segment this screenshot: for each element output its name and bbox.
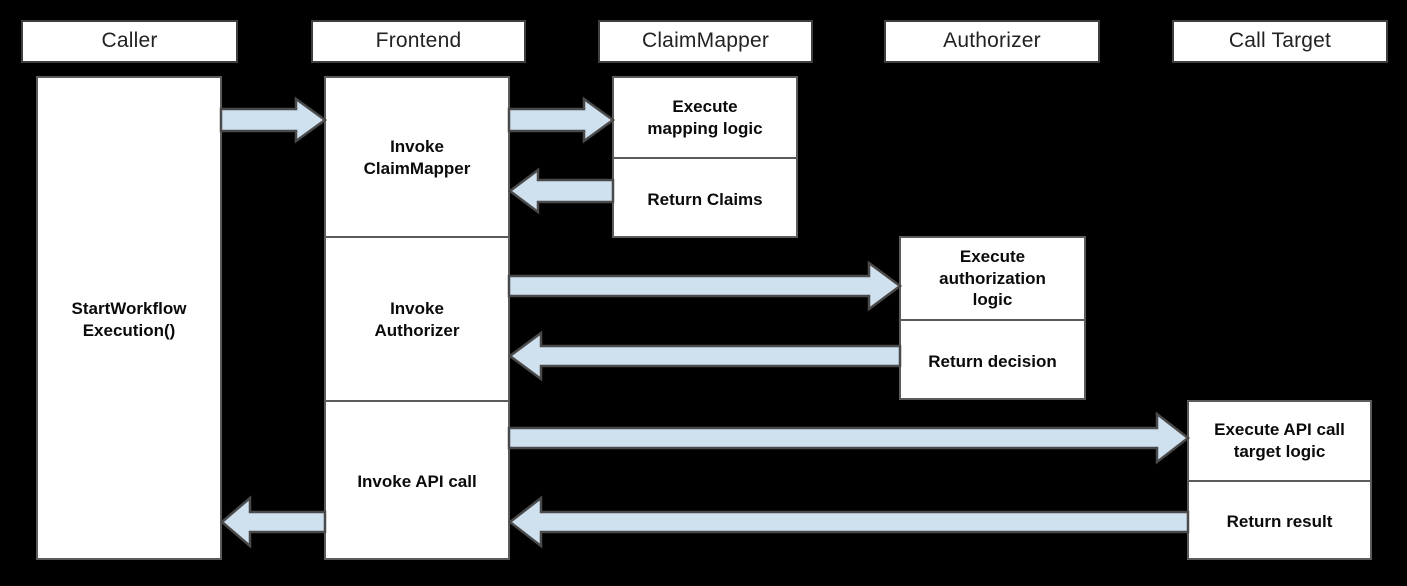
activation-cell-frontend-invoke-apicall-line1: Invoke API call bbox=[357, 472, 477, 492]
message-arrow-frontend-to-calltarget[interactable] bbox=[507, 411, 1191, 465]
activation-cell-claimmapper-return-claims: Return Claims bbox=[614, 159, 796, 240]
activation-cell-authorizer-return-decision: Return decision bbox=[901, 321, 1084, 402]
arrow-left-icon bbox=[220, 495, 327, 549]
arrow-left-icon bbox=[507, 330, 902, 382]
lifeline-header-claimmapper[interactable]: ClaimMapper bbox=[598, 20, 813, 63]
message-arrow-frontend-to-caller[interactable] bbox=[220, 495, 327, 549]
activation-cell-authorizer-return-decision-line1: Return decision bbox=[928, 351, 1057, 371]
lifeline-header-authorizer[interactable]: Authorizer bbox=[884, 20, 1100, 63]
activation-cell-authorizer-execute-auth-line2: authorization bbox=[939, 268, 1046, 288]
activation-cell-authorizer-execute-auth-line1: Execute bbox=[959, 246, 1026, 266]
arrow-left-icon bbox=[507, 495, 1190, 549]
activation-cell-frontend-invoke-authorizer-line1: Invoke bbox=[390, 299, 444, 319]
message-arrow-authorizer-to-frontend[interactable] bbox=[507, 330, 902, 382]
message-arrow-frontend-to-authorizer[interactable] bbox=[507, 260, 903, 312]
activation-cell-calltarget-execute-api-line1: Execute API call bbox=[1214, 420, 1345, 440]
lifeline-header-claimmapper-label: ClaimMapper bbox=[641, 29, 770, 53]
activation-cell-calltarget-return: Return result bbox=[1189, 482, 1370, 562]
message-arrow-claimmapper-to-frontend[interactable] bbox=[507, 167, 615, 215]
activation-divider-frontend-2 bbox=[326, 400, 508, 402]
lifeline-header-frontend[interactable]: Frontend bbox=[311, 20, 526, 63]
activation-cell-frontend-invoke-claimmapper: Invoke ClaimMapper bbox=[326, 78, 508, 238]
activation-claimmapper[interactable]: Execute mapping logic Return Claims bbox=[612, 76, 798, 238]
activation-frontend[interactable]: Invoke ClaimMapper Invoke Authorizer Inv… bbox=[324, 76, 510, 560]
activation-cell-calltarget-execute-api-line2: target logic bbox=[1233, 442, 1326, 461]
activation-cell-frontend-invoke-claimmapper-line1: Invoke bbox=[390, 137, 444, 157]
lifeline-header-calltarget[interactable]: Call Target bbox=[1172, 20, 1388, 63]
activation-cell-caller-start-line1: StartWorkflow bbox=[71, 299, 187, 319]
arrow-right-icon bbox=[219, 96, 328, 144]
lifeline-header-calltarget-label: Call Target bbox=[1228, 29, 1332, 53]
activation-authorizer[interactable]: Execute authorization logic Return decis… bbox=[899, 236, 1086, 400]
activation-cell-claimmapper-execute-mapping-line1: Execute bbox=[672, 96, 738, 116]
lifeline-header-authorizer-label: Authorizer bbox=[943, 29, 1041, 53]
activation-cell-claimmapper-execute-mapping-line2: mapping logic bbox=[647, 118, 763, 138]
arrow-right-icon bbox=[507, 96, 616, 144]
message-arrow-calltarget-to-frontend[interactable] bbox=[507, 495, 1190, 549]
activation-cell-calltarget-return-line1: Return result bbox=[1226, 512, 1333, 532]
activation-divider-calltarget-1 bbox=[1189, 480, 1370, 482]
activation-divider-authorizer-1 bbox=[901, 319, 1084, 321]
activation-divider-claimmapper-1 bbox=[614, 157, 796, 159]
lifeline-header-caller-label: Caller bbox=[101, 29, 158, 53]
activation-cell-caller-start: StartWorkflow Execution() bbox=[38, 78, 220, 562]
activation-divider-frontend-1 bbox=[326, 236, 508, 238]
activation-cell-frontend-invoke-apicall: Invoke API call bbox=[326, 402, 508, 562]
arrow-right-icon bbox=[507, 260, 903, 312]
arrow-left-icon bbox=[507, 167, 615, 215]
lifeline-header-caller[interactable]: Caller bbox=[21, 20, 238, 63]
activation-cell-caller-start-line2: Execution() bbox=[82, 321, 176, 340]
message-arrow-frontend-to-claimmapper[interactable] bbox=[507, 96, 616, 144]
message-arrow-caller-to-frontend[interactable] bbox=[219, 96, 328, 144]
activation-cell-authorizer-execute-auth: Execute authorization logic bbox=[901, 238, 1084, 319]
activation-cell-authorizer-execute-auth-line3: logic bbox=[972, 290, 1013, 310]
lifeline-header-frontend-label: Frontend bbox=[375, 29, 462, 53]
activation-calltarget[interactable]: Execute API call target logic Return res… bbox=[1187, 400, 1372, 560]
activation-cell-claimmapper-return-claims-line1: Return Claims bbox=[647, 189, 763, 209]
activation-cell-claimmapper-execute-mapping: Execute mapping logic bbox=[614, 78, 796, 157]
activation-caller[interactable]: StartWorkflow Execution() bbox=[36, 76, 222, 560]
activation-cell-frontend-invoke-authorizer-line2: Authorizer bbox=[374, 321, 460, 340]
activation-cell-calltarget-execute-api: Execute API call target logic bbox=[1189, 402, 1370, 480]
activation-cell-frontend-invoke-claimmapper-line2: ClaimMapper bbox=[363, 159, 471, 178]
activation-cell-frontend-invoke-authorizer: Invoke Authorizer bbox=[326, 238, 508, 402]
arrow-right-icon bbox=[507, 411, 1191, 465]
